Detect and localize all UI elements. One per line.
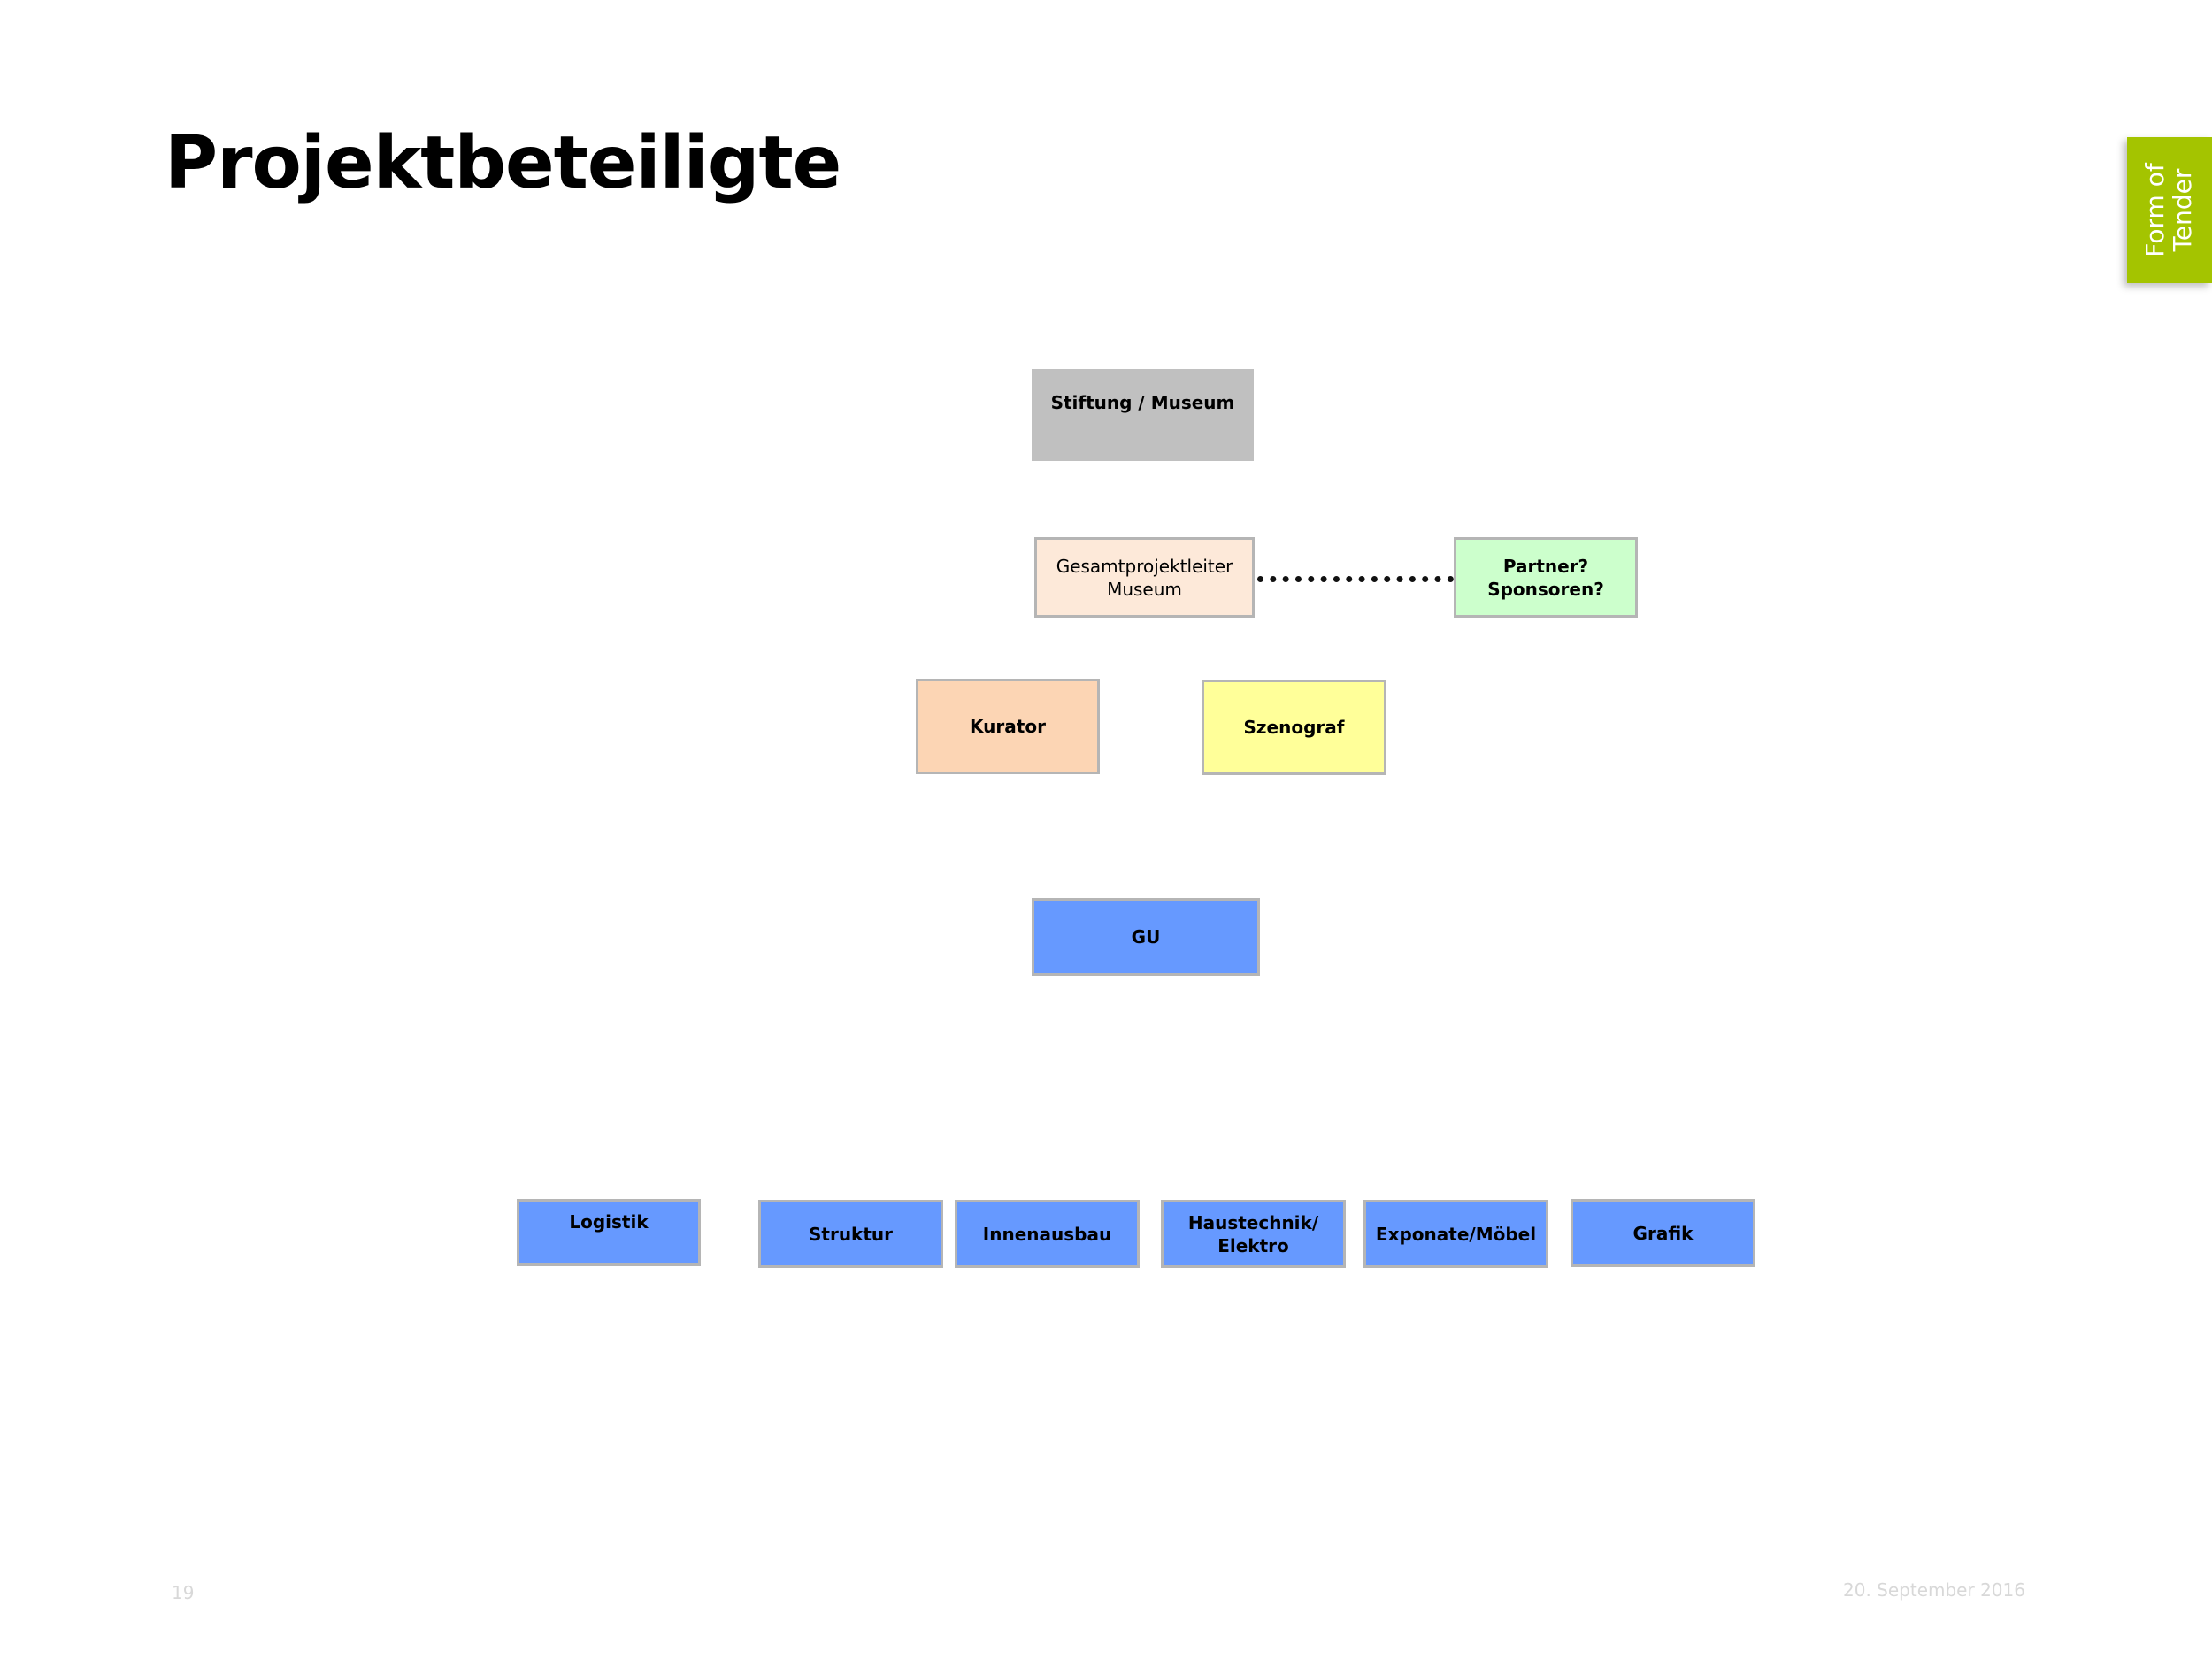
node-logistik-label: Logistik: [569, 1211, 649, 1233]
node-grafik: Grafik: [1571, 1199, 1755, 1267]
node-gesamtprojektleiter: Gesamtprojektleiter Museum: [1034, 537, 1255, 618]
node-exponate-moebel-label: Exponate/Möbel: [1375, 1223, 1537, 1245]
node-partner-sponsoren: Partner? Sponsoren?: [1454, 537, 1638, 618]
node-haustechnik-elektro-label: Haustechnik/ Elektro: [1187, 1211, 1319, 1256]
node-haustechnik-elektro: Haustechnik/ Elektro: [1161, 1200, 1346, 1268]
node-logistik: Logistik: [517, 1199, 701, 1266]
section-tab-line-2: Tender: [2168, 168, 2197, 252]
node-szenograf: Szenograf: [1202, 680, 1386, 775]
dotted-connector: [1257, 576, 1454, 582]
section-tab-line-1: Form of: [2140, 163, 2170, 257]
node-gesamtprojektleiter-label: Gesamtprojektleiter Museum: [1056, 555, 1233, 600]
node-kurator-label: Kurator: [970, 716, 1046, 737]
section-tab[interactable]: Form of Tender: [2127, 137, 2212, 283]
node-stiftung-museum-label: Stiftung / Museum: [1050, 392, 1235, 413]
node-partner-sponsoren-label: Partner? Sponsoren?: [1487, 555, 1604, 600]
node-gu: GU: [1032, 898, 1260, 976]
node-kurator: Kurator: [916, 679, 1100, 774]
node-struktur-label: Struktur: [808, 1223, 894, 1245]
node-gu-label: GU: [1131, 926, 1161, 948]
node-grafik-label: Grafik: [1632, 1222, 1694, 1244]
node-innenausbau-label: Innenausbau: [982, 1223, 1112, 1245]
footer-date: 20. September 2016: [1843, 1579, 2025, 1601]
node-stiftung-museum: Stiftung / Museum: [1032, 369, 1254, 461]
node-szenograf-label: Szenograf: [1243, 717, 1345, 738]
page-title: Projektbeteiligte: [165, 121, 841, 205]
node-innenausbau: Innenausbau: [955, 1200, 1140, 1268]
node-exponate-moebel: Exponate/Möbel: [1363, 1200, 1548, 1268]
page-number: 19: [172, 1582, 195, 1603]
node-struktur: Struktur: [758, 1200, 943, 1268]
